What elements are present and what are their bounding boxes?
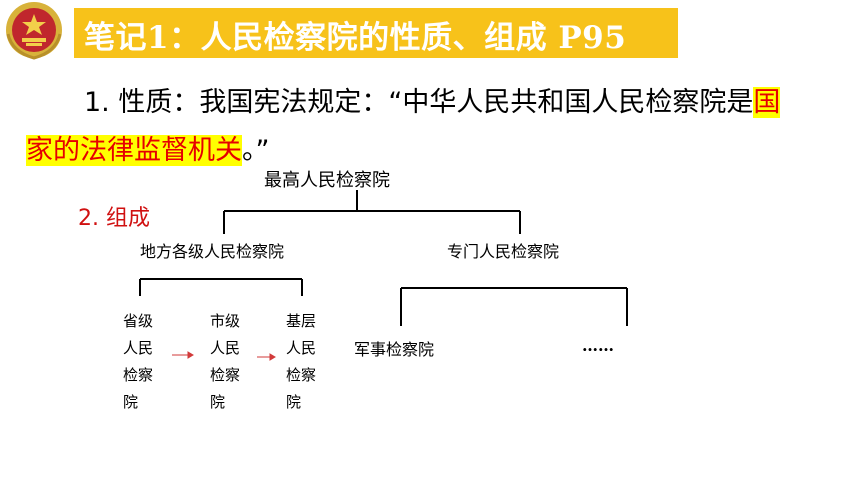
title-bar	[74, 8, 678, 58]
page-title: 笔记1：人民检察院的性质、组成 P95	[84, 20, 627, 56]
municipal-line-4: 院	[210, 393, 226, 411]
municipal-line-2: 人民	[210, 339, 241, 357]
nature-highlight-1: 国	[753, 87, 781, 118]
nature-line-2: 家的法律监督机关。”	[26, 128, 270, 167]
provincial-line-2: 人民	[123, 339, 154, 357]
local-branch-label: 地方各级人民检察院	[140, 242, 285, 261]
composition-heading: 2. 组成	[78, 206, 150, 231]
nature-prefix: 1. 性质：我国宪法规定：	[84, 87, 389, 118]
root-node-label: 最高人民检察院	[264, 170, 390, 191]
grassroots-line-3: 检察	[286, 366, 317, 384]
nature-line-1: 1. 性质：我国宪法规定：“中华人民共和国人民检察院是国	[84, 80, 781, 119]
grassroots-line-2: 人民	[286, 339, 317, 357]
military-procuratorate-label: 军事检察院	[354, 340, 435, 359]
nature-highlight-2: 家的法律监督机关	[26, 135, 242, 166]
grassroots-line-4: 院	[286, 393, 302, 411]
provincial-line-1: 省级	[123, 312, 154, 330]
provincial-procuratorate-label: 省级 人民 检察 院	[123, 308, 157, 416]
municipal-line-1: 市级	[210, 312, 241, 330]
ellipsis-label: ……	[582, 336, 614, 355]
municipal-line-3: 检察	[210, 366, 241, 384]
special-branch-label: 专门人民检察院	[447, 242, 560, 261]
provincial-line-3: 检察	[123, 366, 154, 384]
nature-quote-close: 。”	[242, 135, 270, 166]
procuratorate-emblem-icon	[6, 2, 62, 60]
grassroots-line-1: 基层	[286, 312, 317, 330]
grassroots-procuratorate-label: 基层 人民 检察 院	[286, 308, 320, 416]
provincial-line-4: 院	[123, 393, 139, 411]
municipal-procuratorate-label: 市级 人民 检察 院	[210, 308, 244, 416]
nature-quote-open: “中华人民共和国人民检察院是	[388, 87, 754, 118]
